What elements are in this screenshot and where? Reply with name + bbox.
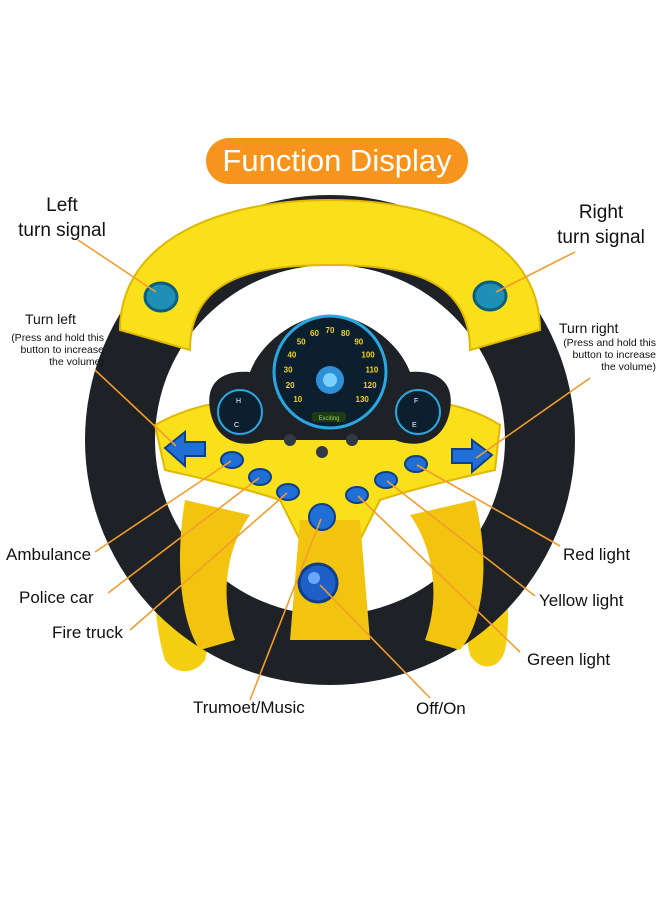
turn-left-button [163,429,206,469]
police-car-label: Police car [19,588,94,607]
speedometer-tick-label: 40 [287,350,296,359]
speedometer-tick-label: 20 [286,381,295,390]
right-turn-signal-light [472,280,508,312]
left-gauge-top-letter: H [236,398,241,405]
leader-lines [77,239,591,701]
turn-left-note: (Press and hold this button to increase … [11,332,104,368]
speedometer-tick-label: 60 [310,329,319,338]
speedometer-tick-label: 70 [326,326,335,335]
green-light-button [345,486,369,504]
speedometer-tick-label: 50 [297,338,306,347]
yellow-top-grip [118,198,542,352]
red-light-label: Red light [563,545,631,564]
speedometer-tick-label: 80 [341,329,350,338]
right-turn-signal-label: Right turn signal [557,202,645,248]
left-turn-signal-label: Left turn signal [18,195,106,241]
turn-right-button [451,438,494,475]
speedometer-tick-label: 90 [354,338,363,347]
speedometer-tick-label: 100 [361,350,375,359]
turn-right-label: Turn right [559,320,619,336]
turn-left-label: Turn left [25,311,76,327]
trumpet-music-label: Trumoet/Music [193,698,305,717]
off-on-label: Off/On [416,699,466,718]
speedometer-tick-label: 10 [293,395,302,404]
right-gauge-top-letter: F [414,398,418,405]
speedometer-tick-label: 30 [284,366,293,375]
left-mini-gauge [217,389,263,435]
turn-right-note: (Press and hold this button to increase … [563,337,656,373]
green-light-label: Green light [527,650,611,669]
ambulance-label: Ambulance [6,545,92,564]
speedometer-badge: Exciting [318,416,339,422]
speedometer-tick-label: 110 [365,366,378,375]
left-gauge-bottom-letter: C [234,422,239,429]
right-gauge-bottom-letter: E [412,422,417,429]
function-display-title: Function Display [206,138,468,184]
speedometer-tick-label: 130 [356,395,370,404]
fire-truck-label: Fire truck [52,623,123,642]
yellow-light-label: Yellow light [539,591,624,610]
right-mini-gauge [395,389,441,435]
trumpet-music-button [308,503,336,531]
speedometer-tick-label: 120 [363,381,377,390]
